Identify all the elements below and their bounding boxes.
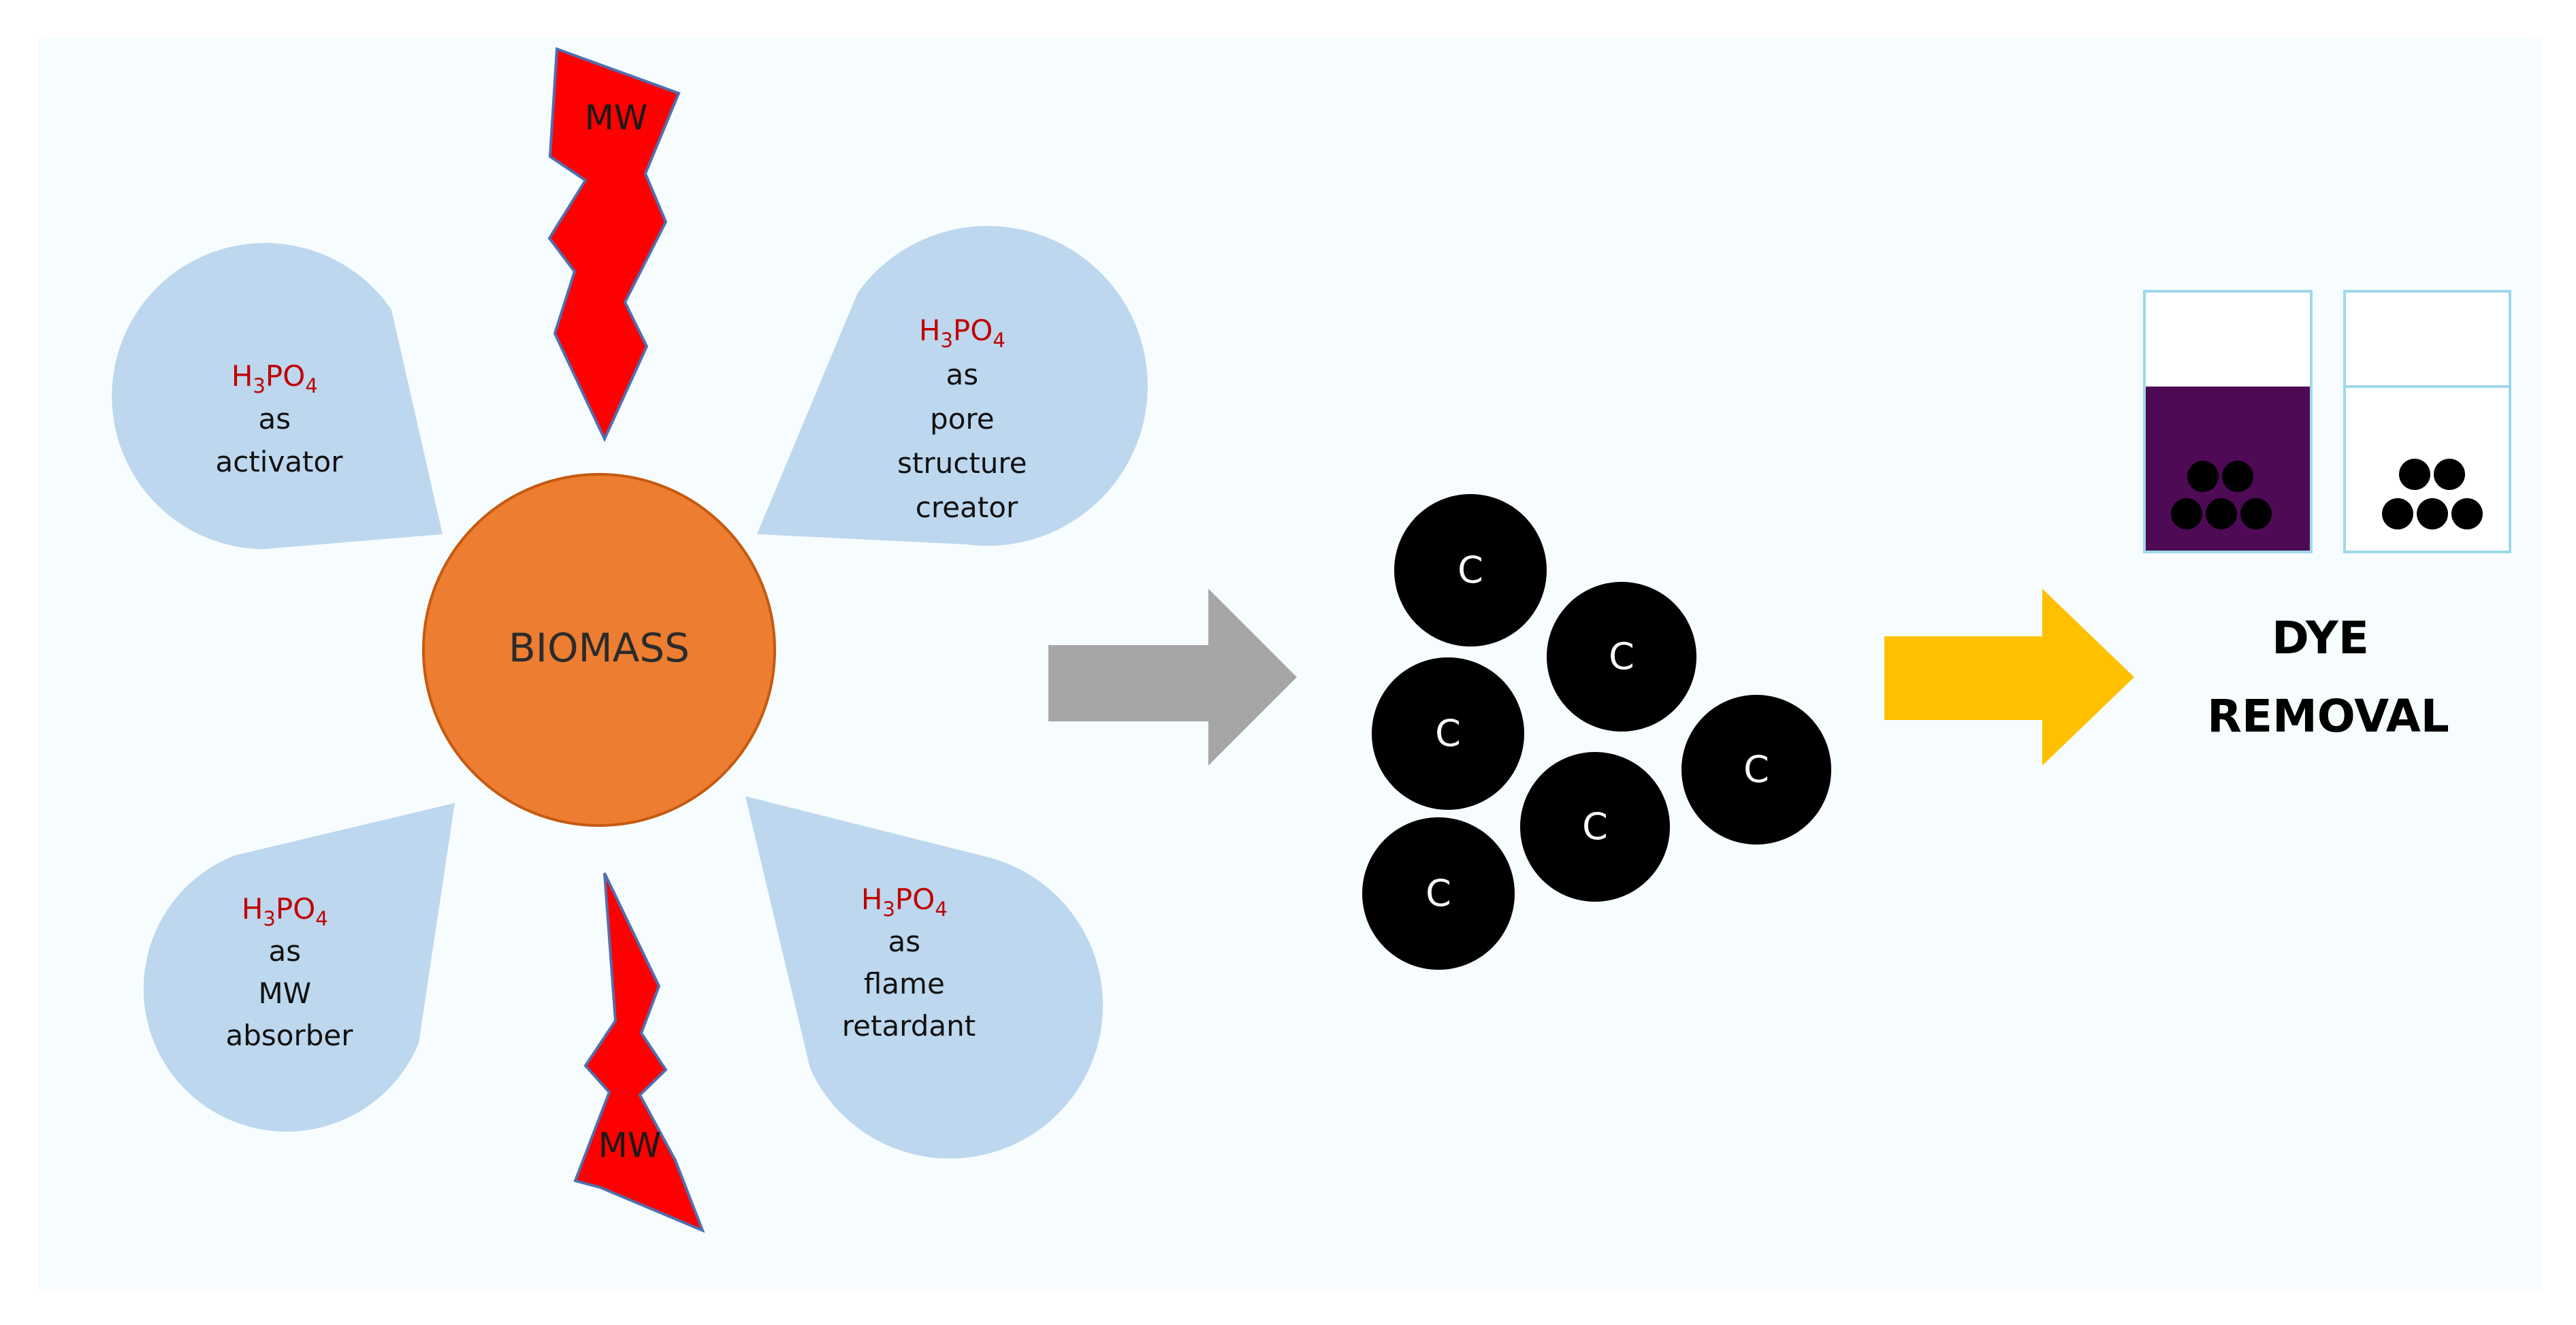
carbon-label: C	[1458, 549, 1483, 591]
carbon-label: C	[1743, 748, 1769, 791]
petal-line: pore	[930, 402, 995, 436]
petal-text-flame-retardant: H3PO4 as flame retardant	[842, 883, 976, 1043]
petal-formula: H3PO4	[861, 883, 948, 921]
result-arrow	[1884, 589, 2134, 766]
petal-pore-structure-creator	[757, 226, 1148, 546]
petal-line: as	[946, 358, 979, 391]
petal-text-activator: H3PO4 as activator	[216, 359, 344, 478]
biomass-circle	[422, 473, 776, 827]
biomass-label: BIOMASS	[509, 625, 690, 671]
carbon-label: C	[1609, 635, 1635, 678]
mw-label-top: MW	[585, 98, 648, 137]
process-arrow	[1048, 589, 1297, 766]
carbon-label: C	[1426, 872, 1451, 915]
mw-label-bottom: MW	[598, 1126, 662, 1165]
carbon-particle: C	[1362, 817, 1515, 970]
carbon-particle: C	[1520, 752, 1670, 902]
beaker-clear	[2343, 290, 2511, 553]
petal-line: MW	[258, 977, 311, 1010]
carbon-label: C	[1435, 712, 1461, 755]
petal-line: flame	[864, 967, 945, 1000]
carbon-particle: C	[1372, 657, 1524, 810]
petal-line: activator	[216, 445, 344, 478]
carbon-particle: C	[1394, 494, 1547, 647]
background	[37, 37, 2543, 1290]
petal-line: as	[269, 934, 302, 968]
petal-line: as	[888, 925, 921, 958]
petal-line: as	[259, 402, 291, 436]
petal-line: absorber	[225, 1019, 353, 1052]
petal-formula: H3PO4	[242, 892, 328, 930]
microwave-bolt-top	[547, 47, 681, 442]
petal-formula: H3PO4	[231, 359, 318, 397]
petal-text-mw-absorber: H3PO4 as MW absorber	[225, 892, 353, 1052]
carbon-particle: C	[1547, 582, 1696, 732]
petal-flame-retardant	[745, 796, 1104, 1159]
petal-activator	[112, 243, 442, 549]
beaker-dye	[2143, 290, 2313, 553]
carbon-particle: C	[1681, 695, 1831, 845]
carbon-label: C	[1582, 805, 1608, 848]
petal-line: retardant	[842, 1009, 976, 1043]
petal-mw-absorber	[143, 803, 455, 1132]
petal-text-pore-structure-creator: H3PO4 as pore structure creator	[897, 314, 1036, 524]
petal-line: creator	[916, 491, 1018, 524]
petal-formula: H3PO4	[919, 314, 1005, 352]
petal-line: structure	[897, 446, 1027, 480]
microwave-bolt-bottom	[573, 872, 705, 1233]
result-label: DYE REMOVAL	[2207, 612, 2449, 742]
